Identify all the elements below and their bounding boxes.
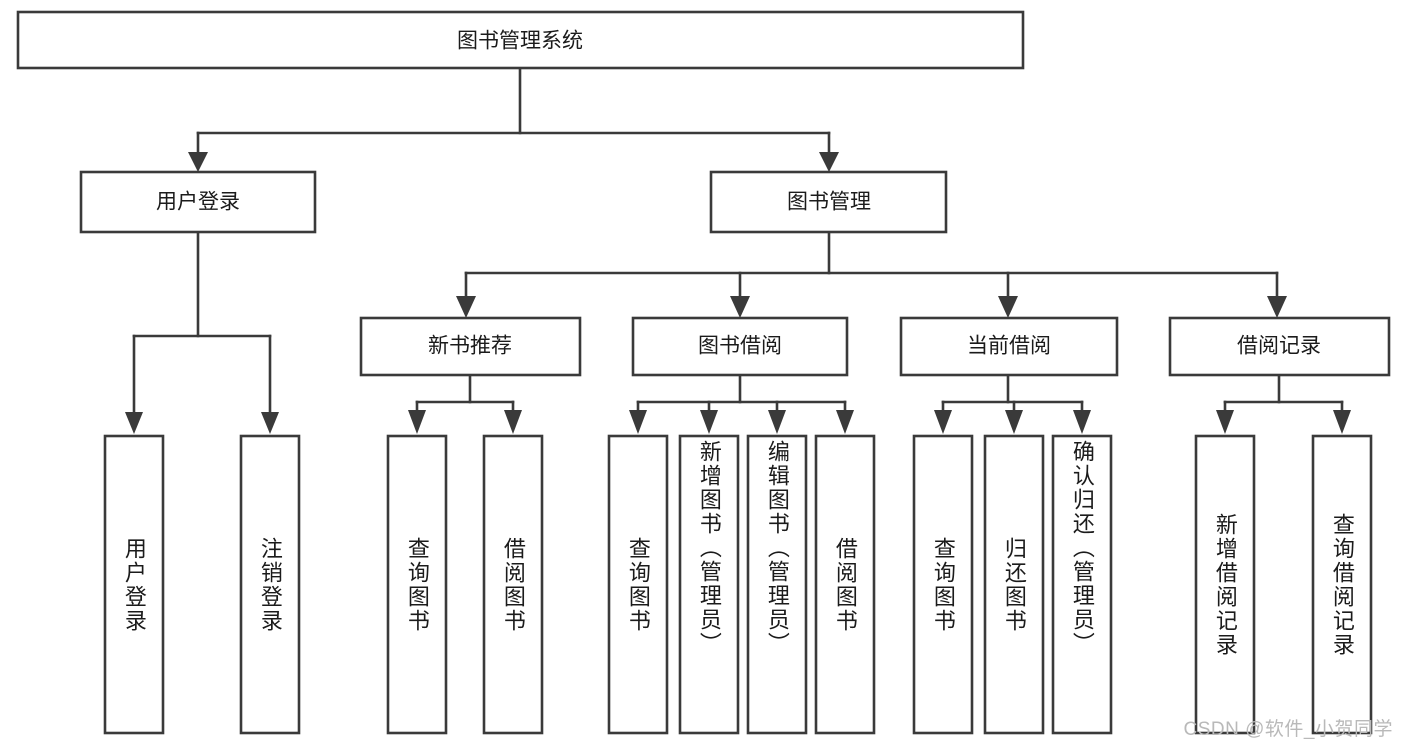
leaf-box-current-borrow-3[interactable] [1051, 434, 1113, 735]
arrow-bookmgmt-to-borrow [730, 296, 750, 318]
arrow-borrowrecord-leaf-1 [1216, 410, 1234, 434]
connector-group-bookmgmt [456, 230, 1287, 318]
arrow-userlogin-leaf-1 [125, 412, 143, 434]
leaf-box-new-book-2[interactable] [482, 434, 544, 735]
node-root-label: 图书管理系统 [457, 30, 583, 53]
node-user-login[interactable]: 用户登录 [79, 170, 317, 234]
node-current-borrow-box[interactable] [899, 316, 1119, 377]
node-current-borrow-label: 当前借阅 [967, 335, 1051, 358]
arrow-newbook-leaf-2 [504, 410, 522, 434]
node-new-book-recommend-box[interactable] [359, 316, 582, 377]
arrow-bookborrow-leaf-3 [768, 410, 786, 434]
arrow-currentborrow-leaf-1 [934, 410, 952, 434]
arrow-borrowrecord-leaf-2 [1333, 410, 1351, 434]
node-root-box[interactable] [16, 10, 1025, 70]
leaf-boxes-user-login [103, 434, 301, 735]
arrow-currentborrow-leaf-3 [1073, 410, 1091, 434]
leaf-boxes-borrow-record [1194, 434, 1373, 735]
leaf-boxes-book-borrow [607, 434, 876, 735]
leaf-box-current-borrow-1[interactable] [912, 434, 974, 735]
node-user-login-box[interactable] [79, 170, 317, 234]
node-borrow-record-box[interactable] [1168, 316, 1391, 377]
arrow-bookborrow-leaf-4 [836, 410, 854, 434]
node-new-book-recommend-label: 新书推荐 [428, 335, 512, 358]
connector-group-currentborrow [934, 373, 1091, 434]
arrow-bookmgmt-to-current [998, 296, 1018, 318]
arrow-bookmgmt-to-new [456, 296, 476, 318]
arrow-newbook-leaf-1 [408, 410, 426, 434]
node-book-borrow[interactable]: 图书借阅 [631, 316, 849, 377]
leaf-boxes-new-book-recommend [386, 434, 544, 735]
arrow-root-to-bookmgmt [819, 152, 839, 172]
connector-group-newbook [408, 373, 522, 434]
leaf-box-book-borrow-4[interactable] [814, 434, 876, 735]
connector-group-userlogin [125, 230, 279, 434]
connector-group-borrowrecord [1216, 373, 1351, 434]
arrow-currentborrow-leaf-2 [1005, 410, 1023, 434]
arrow-userlogin-leaf-2 [261, 412, 279, 434]
node-book-management-label: 图书管理 [787, 191, 871, 214]
arrow-bookborrow-leaf-1 [629, 410, 647, 434]
node-new-book-recommend[interactable]: 新书推荐 [359, 316, 582, 377]
arrow-root-to-userlogin [188, 152, 208, 172]
leaf-box-borrow-record-2[interactable] [1311, 434, 1373, 735]
arrow-bookmgmt-to-record [1267, 296, 1287, 318]
leaf-box-new-book-1[interactable] [386, 434, 448, 735]
node-borrow-record-label: 借阅记录 [1237, 335, 1321, 358]
node-user-login-label: 用户登录 [156, 191, 240, 214]
connector-group-root [188, 66, 839, 172]
connector-group-bookborrow [629, 373, 854, 434]
leaf-box-book-borrow-2[interactable] [678, 434, 740, 735]
leaf-box-current-borrow-2[interactable] [983, 434, 1045, 735]
node-book-borrow-label: 图书借阅 [698, 335, 782, 358]
arrow-bookborrow-leaf-2 [700, 410, 718, 434]
node-borrow-record[interactable]: 借阅记录 [1168, 316, 1391, 377]
leaf-boxes-current-borrow [912, 434, 1113, 735]
leaf-box-user-login-1[interactable] [103, 434, 165, 735]
node-current-borrow[interactable]: 当前借阅 [899, 316, 1119, 377]
node-book-management[interactable]: 图书管理 [709, 170, 948, 234]
watermark-text: CSDN @软件_小贺同学 [1183, 719, 1393, 740]
node-book-management-box[interactable] [709, 170, 948, 234]
node-root[interactable]: 图书管理系统 [16, 10, 1025, 70]
leaf-box-user-login-2[interactable] [239, 434, 301, 735]
node-book-borrow-box[interactable] [631, 316, 849, 377]
leaf-box-borrow-record-1[interactable] [1194, 434, 1256, 735]
leaf-box-book-borrow-1[interactable] [607, 434, 669, 735]
leaf-box-book-borrow-3[interactable] [746, 434, 808, 735]
